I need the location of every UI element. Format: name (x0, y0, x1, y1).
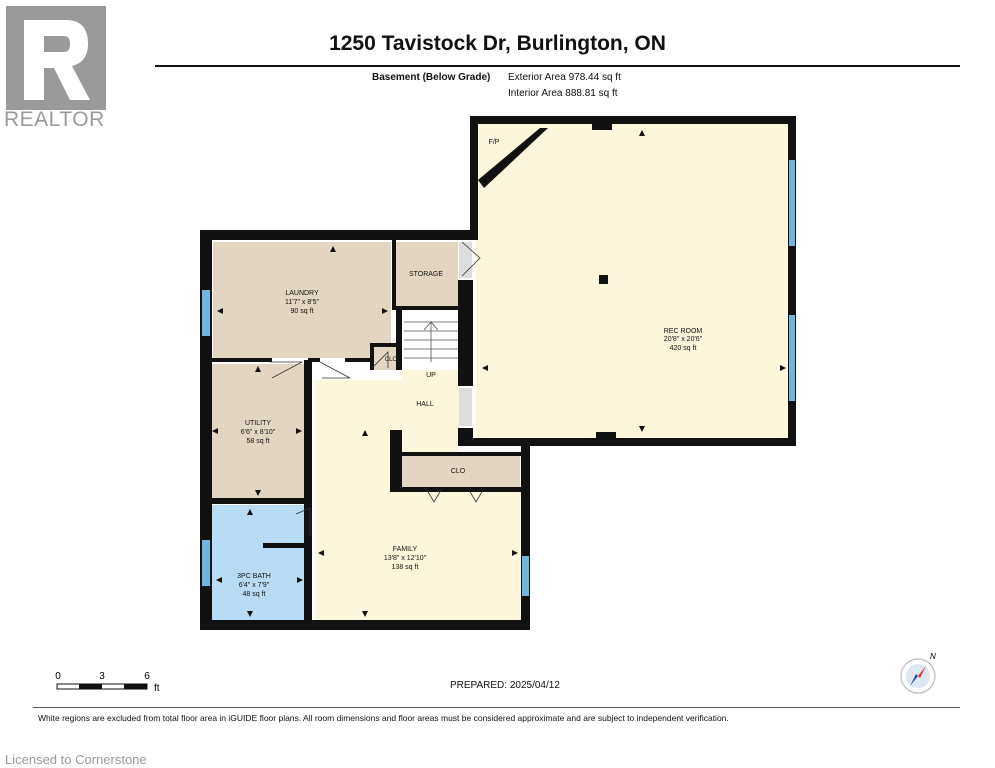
storage-label: STORAGE (409, 271, 443, 278)
compass-icon: N (900, 652, 936, 694)
bath-dims: 6'4" x 7'9" (239, 582, 270, 589)
clo-family-fill (396, 455, 520, 487)
laundry-area: 90 sq ft (291, 308, 314, 315)
scale-bar: 0 3 6 ft (55, 671, 160, 694)
disclaimer: White regions are excluded from total fl… (38, 713, 729, 723)
dimension-arrows (212, 130, 786, 617)
footer-divider (33, 707, 960, 708)
laundry-dims: 11'7" x 8'5" (285, 299, 319, 306)
laundry-name: LAUNDRY (285, 290, 319, 297)
license-watermark: Licensed to Cornerstone (5, 752, 147, 767)
utility-dims: 6'6" x 8'10" (241, 429, 276, 436)
family-dims: 13'8" x 12'10" (384, 555, 427, 562)
clo-small-label: CLO (385, 357, 398, 363)
stairs (404, 321, 458, 362)
storage-fill (396, 242, 458, 308)
family-area: 138 sq ft (392, 564, 419, 571)
floor-plan: F/P STORAGE LAUNDRY 11'7" x 8'5" 90 sq f… (200, 116, 796, 630)
family-name: FAMILY (393, 546, 418, 553)
utility-fill (208, 364, 306, 498)
interior-area: Interior Area 888.81 sq ft (508, 88, 618, 99)
realtor-wordmark: REALTOR (4, 108, 105, 131)
compass-label: N (930, 652, 936, 661)
hall-fill (402, 370, 460, 438)
scale-label-0: 0 (55, 671, 61, 682)
rec-room-area: 420 sq ft (670, 345, 697, 352)
rec-room-fill (476, 124, 788, 438)
exterior-area: Exterior Area 978.44 sq ft (508, 72, 621, 83)
windows (202, 160, 795, 596)
utility-area: 58 sq ft (247, 438, 270, 445)
scale-unit: ft (154, 683, 160, 694)
rec-room-dims: 20'8" x 20'6" (664, 336, 703, 343)
realtor-logo (6, 6, 106, 134)
laundry-fill (213, 242, 391, 358)
page-title: 1250 Tavistock Dr, Burlington, ON (329, 32, 666, 55)
interior-walls (204, 124, 616, 622)
bath-area: 48 sq ft (243, 591, 266, 598)
bath-name: 3PC BATH (237, 573, 271, 580)
realtor-logo-mark-icon (6, 6, 106, 110)
utility-name: UTILITY (245, 420, 271, 427)
prepared-date: PREPARED: 2025/04/12 (450, 680, 560, 691)
scale-label-3: 3 (99, 671, 105, 682)
family-fill (315, 380, 522, 621)
up-label: UP (426, 372, 436, 379)
rec-room-name: REC ROOM (664, 328, 703, 335)
hall-label: HALL (416, 401, 434, 408)
scale-label-6: 6 (144, 671, 150, 682)
fp-label: F/P (489, 139, 500, 146)
bath-fill (212, 505, 308, 621)
clo-family-label: CLO (451, 468, 466, 475)
doors (270, 241, 484, 536)
hall-opening (459, 388, 472, 426)
floor-name: Basement (Below Grade) (372, 72, 491, 83)
clo-small-fill (370, 345, 400, 370)
title-divider (155, 65, 960, 67)
